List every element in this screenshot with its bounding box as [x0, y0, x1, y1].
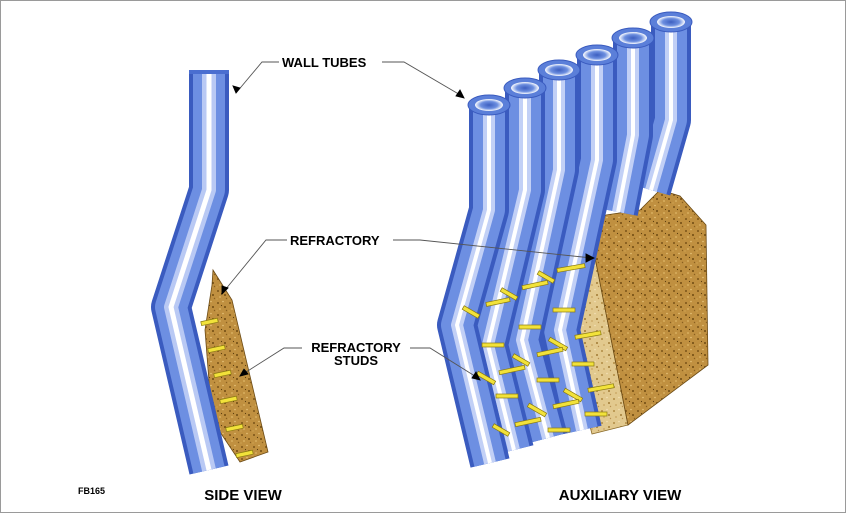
labels: WALL TUBES REFRACTORY REFRACTORY STUDS S…: [78, 55, 682, 504]
side-studs: [200, 317, 254, 459]
aux-stud: [556, 263, 586, 273]
aux-stud: [547, 427, 571, 433]
figure-code: FB165: [78, 486, 105, 496]
aux-stud: [571, 361, 595, 367]
side-stud: [219, 395, 238, 405]
side-stud: [200, 317, 219, 327]
side-refractory: [204, 268, 269, 463]
aux-tube: [540, 44, 619, 435]
side-stud: [213, 369, 232, 379]
side-stud: [207, 344, 226, 354]
aux-tube: [502, 59, 581, 444]
refractory-leader-right: [393, 239, 593, 259]
aux-stud: [495, 393, 519, 399]
aux-stud: [511, 353, 531, 367]
aux-stud: [536, 346, 564, 358]
wall-tubes-leader-left: [235, 61, 279, 94]
aux-stud: [499, 287, 519, 301]
auxiliary-view: [437, 11, 709, 468]
side-stud: [235, 449, 254, 459]
wall-tubes-label: WALL TUBES: [282, 55, 367, 70]
refractory-studs-label-line1: REFRACTORY: [311, 340, 401, 355]
aux-wall-tubes: [437, 11, 693, 468]
aux-tube: [437, 94, 511, 468]
aux-stud: [485, 297, 511, 307]
aux-stud: [491, 423, 511, 437]
aux-refractory-side: [589, 189, 709, 426]
aux-tube: [631, 11, 693, 196]
wall-tubes-leader-right: [382, 61, 463, 97]
auxiliary-view-caption: AUXILIARY VIEW: [559, 487, 682, 504]
aux-stud: [587, 383, 615, 393]
aux-stud: [552, 398, 580, 410]
refractory-label: REFRACTORY: [290, 233, 380, 248]
aux-stud: [547, 336, 569, 352]
aux-stud: [498, 364, 526, 376]
refractory-studs-label-line2: STUDS: [334, 353, 378, 368]
aux-stud: [475, 370, 497, 386]
aux-studs: [461, 263, 615, 437]
callout-leaders: [221, 61, 596, 381]
aux-stud: [574, 330, 602, 340]
aux-stud: [562, 387, 584, 403]
side-view: [151, 70, 269, 475]
studs-leader-right: [410, 347, 479, 379]
aux-tube: [598, 27, 655, 216]
aux-stud: [518, 324, 542, 330]
aux-stud: [536, 377, 560, 383]
aux-stud: [552, 307, 576, 313]
side-stud: [225, 423, 244, 433]
side-view-caption: SIDE VIEW: [204, 487, 282, 504]
aux-stud: [584, 411, 608, 417]
refractory-leader-left: [224, 239, 287, 291]
aux-stud: [514, 416, 542, 428]
aux-stud: [461, 305, 481, 319]
aux-stud: [536, 270, 556, 284]
aux-stud: [521, 279, 549, 291]
aux-stud: [526, 402, 548, 418]
studs-leader-left: [242, 347, 302, 375]
aux-stud: [481, 342, 505, 348]
